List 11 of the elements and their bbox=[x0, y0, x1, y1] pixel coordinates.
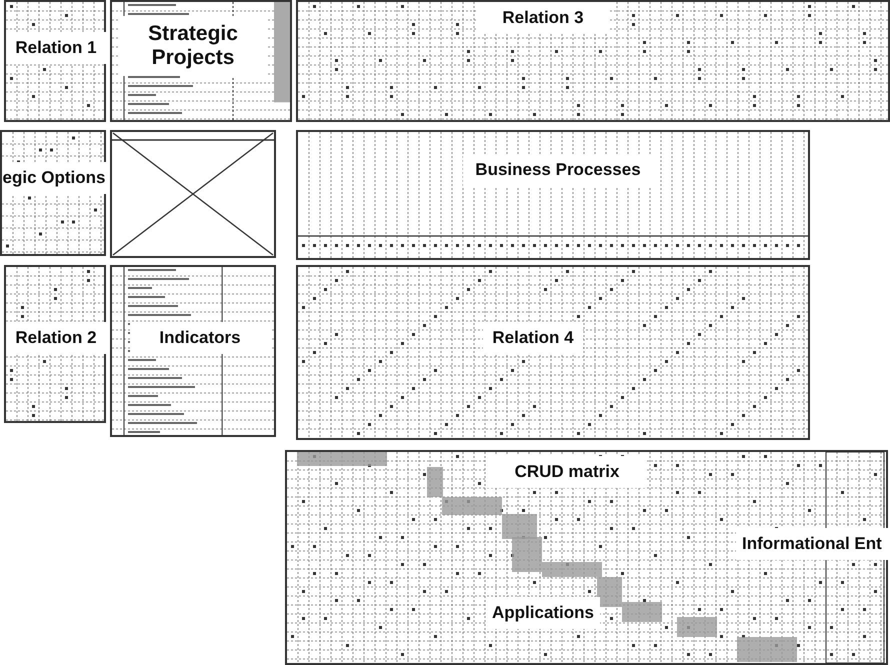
panel-title: Business Processes bbox=[463, 154, 653, 186]
panel-title: CRUD matrix bbox=[487, 456, 647, 488]
panel-title: Strategic Projects bbox=[118, 16, 268, 76]
panel-title: Informational Ent bbox=[736, 528, 888, 560]
panel-title: Relation 1 bbox=[6, 32, 106, 64]
panel-title: Relation 2 bbox=[6, 322, 106, 354]
panel-title: Applications bbox=[486, 597, 600, 629]
panel-title: Relation 4 bbox=[483, 322, 583, 354]
panel-title: Indicators bbox=[130, 322, 270, 354]
panel-title: egic Options bbox=[2, 162, 106, 194]
panel-title: Relation 3 bbox=[478, 2, 608, 34]
